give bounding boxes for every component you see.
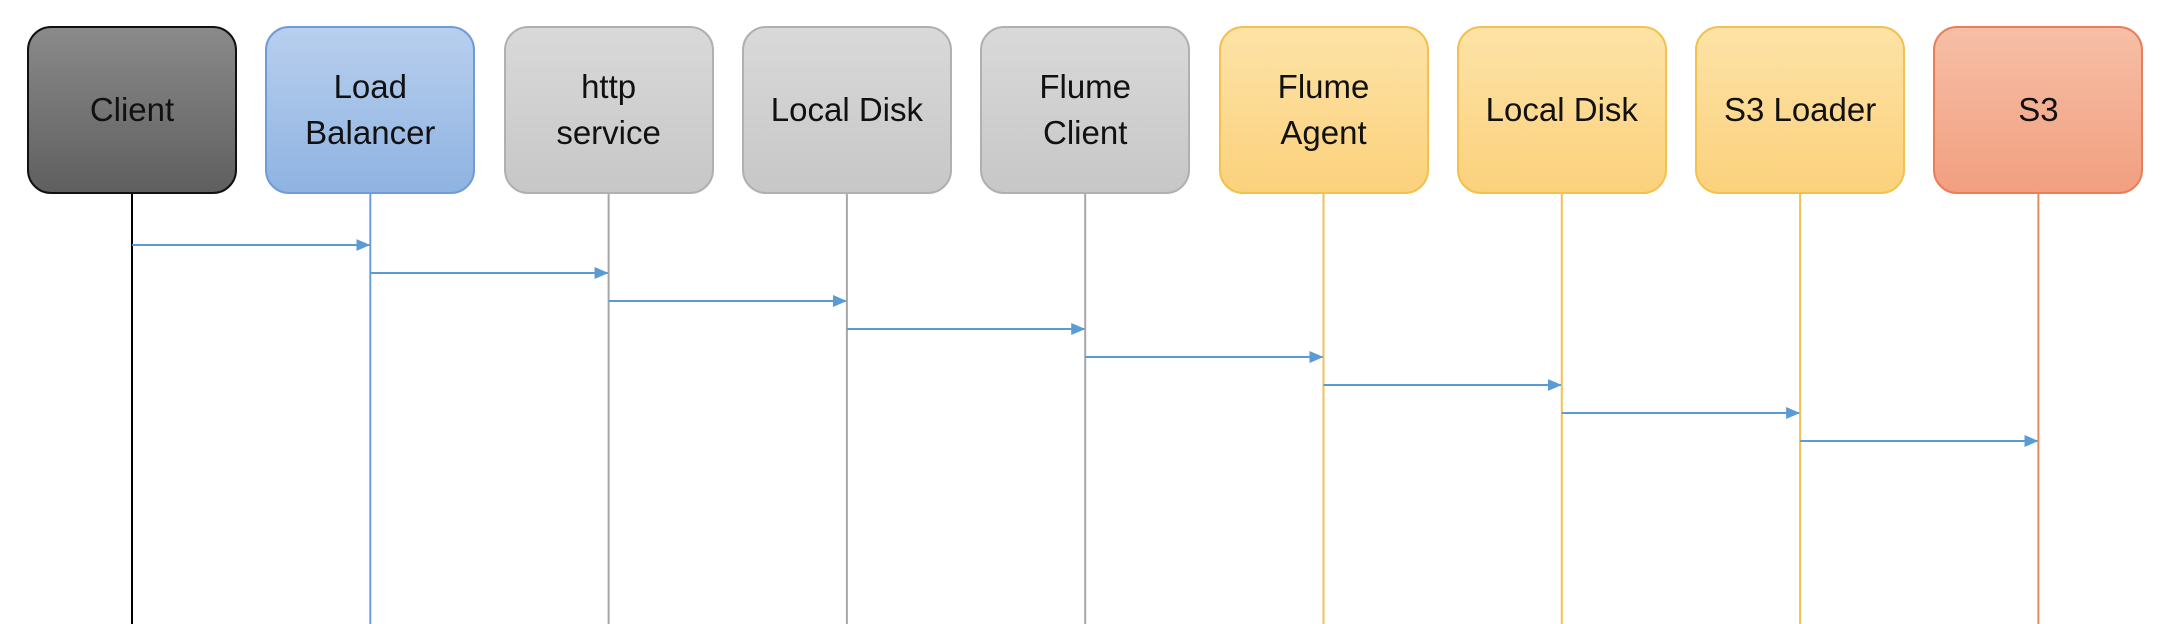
participant-label: Flume Client [1039,68,1132,151]
participant-box: Load Balancer [265,26,476,194]
participant-label: Local Disk [1485,91,1638,128]
participant-box: Flume Agent [1218,26,1429,194]
participant-box: Local Disk [741,26,952,194]
participant-label: Client [89,91,175,128]
participant-label: S3 Loader [1723,91,1877,128]
participant-box: S3 Loader [1695,26,1906,194]
participant-label: Flume Agent [1277,68,1370,151]
participant-box: http service [503,26,714,194]
participant-box: Local Disk [1456,26,1667,194]
participant-label: Load Balancer [305,68,436,151]
participant-label: http service [556,68,661,151]
participant-label: Local Disk [770,91,923,128]
participant-box: Client [27,26,237,194]
participant-label: S3 [2018,91,2059,128]
participant-box: S3 [1933,26,2144,194]
participant-box: Flume Client [980,26,1191,194]
